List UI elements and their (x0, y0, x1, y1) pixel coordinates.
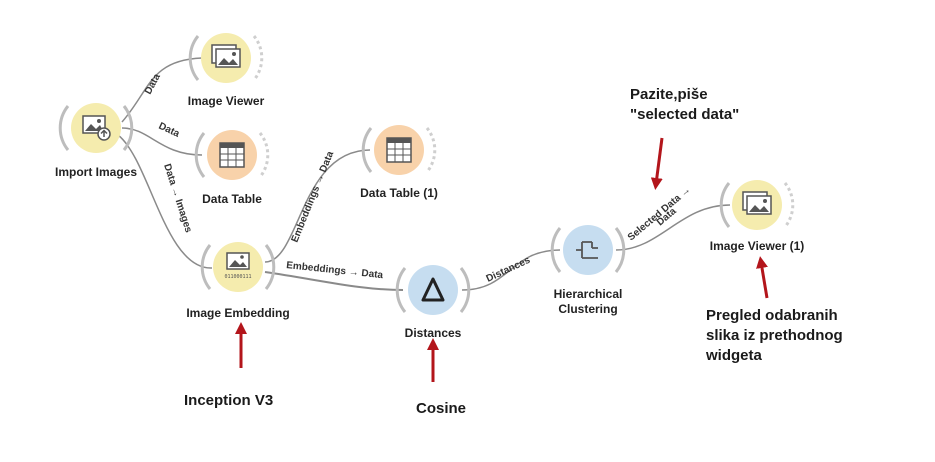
link-label-embedding-to-table1: Embeddings → Data (290, 149, 337, 244)
node-circle (563, 225, 613, 275)
link-import-to-table[interactable] (121, 127, 203, 156)
annotation-preview-line3: widgeta (705, 347, 762, 364)
dendrogram-icon (576, 241, 598, 259)
annotation-arrows (235, 137, 769, 382)
node-import-images[interactable]: Import Images (55, 103, 137, 179)
annotation-selected-data-line1: Pazite,piše (630, 86, 708, 103)
node-label: Distances (405, 326, 462, 340)
annotation-cosine: Cosine (416, 400, 466, 417)
arrow-image-viewer-1 (756, 256, 769, 299)
annotation-preview-line1: Pregled odabranih (706, 307, 838, 324)
table-icon (219, 142, 245, 168)
node-label: Data Table (1) (360, 186, 438, 200)
node-label-line1: Hierarchical (554, 287, 623, 301)
link-clustering-to-viewer1[interactable] (615, 204, 731, 251)
image-viewer-icon (742, 191, 772, 215)
link-label-distances-to-clustering: Distances (485, 255, 533, 285)
node-circle (408, 265, 458, 315)
link-embedding-to-distances[interactable] (264, 271, 404, 291)
node-label: Image Embedding (186, 306, 289, 320)
link-import-to-embedding[interactable] (117, 134, 213, 269)
link-distances-to-clustering[interactable] (461, 249, 561, 291)
node-data-table[interactable]: Data Table (194, 130, 270, 206)
node-data-table-1[interactable]: Data Table (1) (360, 125, 438, 200)
link-label-import-to-viewer: Data (143, 72, 163, 97)
node-label: Data Table (202, 192, 262, 206)
links (117, 57, 731, 291)
annotations: Pazite,piše "selected data" Inception V3… (184, 86, 843, 417)
image-viewer-icon (211, 44, 241, 68)
node-label: Import Images (55, 165, 137, 179)
image-import-icon (82, 115, 111, 141)
link-label-import-to-table: Data (157, 121, 182, 140)
node-distances[interactable]: Distances (395, 265, 471, 340)
embedding-bits: 011000111 (224, 274, 251, 280)
annotation-preview-line2: slika iz prethodnog (706, 327, 843, 344)
link-embedding-to-table1[interactable] (264, 149, 371, 263)
table-icon (386, 137, 412, 163)
link-import-to-viewer[interactable] (121, 57, 203, 123)
annotation-selected-data-line2: "selected data" (630, 106, 739, 123)
annotation-inception: Inception V3 (184, 392, 273, 409)
node-image-viewer[interactable]: Image Viewer (188, 33, 265, 108)
node-image-viewer-1[interactable]: Image Viewer (1) (710, 180, 805, 253)
node-label: Image Viewer (188, 94, 265, 108)
node-label-line2: Clustering (558, 302, 617, 316)
node-label: Image Viewer (1) (710, 239, 805, 253)
delta-icon (421, 277, 445, 302)
node-image-embedding[interactable]: 011000111 Image Embedding (186, 242, 290, 320)
image-embedding-icon: 011000111 (224, 252, 252, 280)
arrow-selected-data (650, 137, 664, 190)
node-hierarchical-clustering[interactable]: Hierarchical Clustering (550, 225, 626, 316)
